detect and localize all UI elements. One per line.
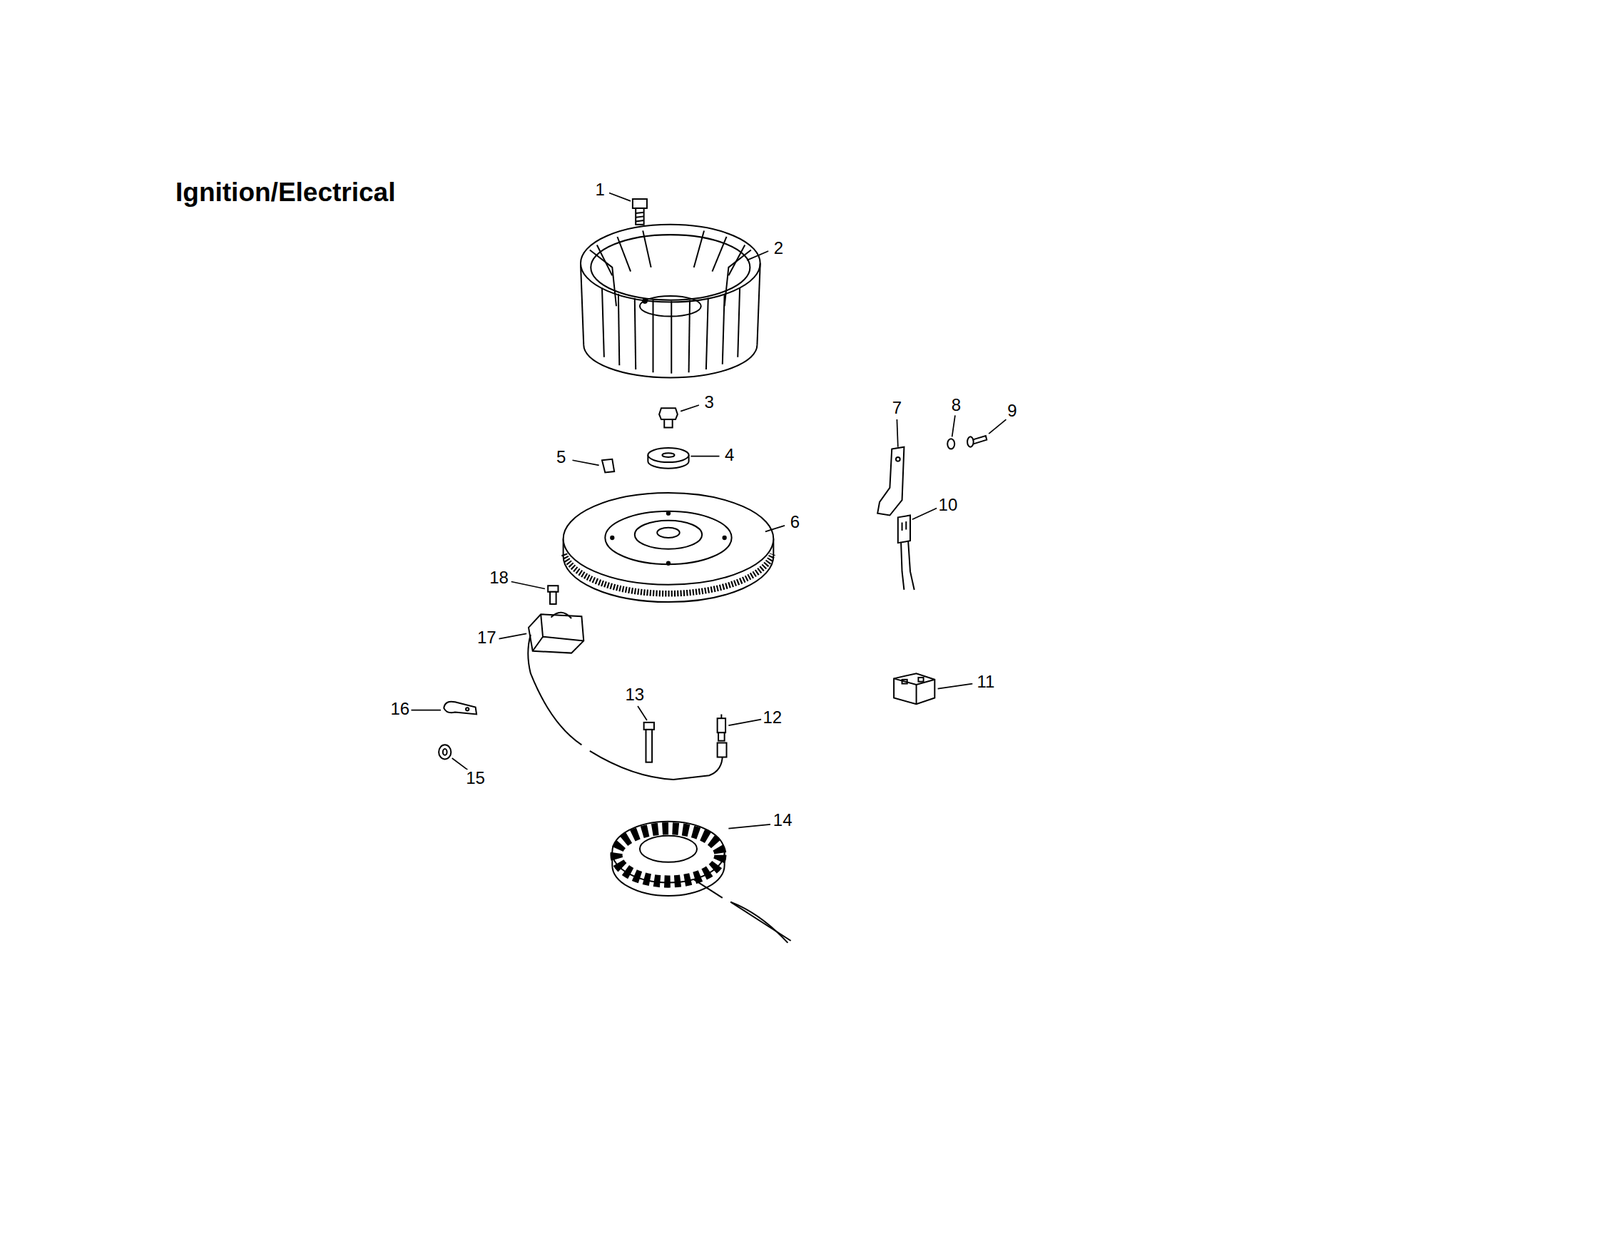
washer (438, 744, 451, 759)
callout-number: 6 (788, 513, 802, 531)
leader-lines (410, 192, 1006, 829)
callout-number: 4 (723, 446, 736, 464)
screw (967, 435, 987, 448)
relay (893, 673, 935, 705)
bolt (659, 408, 678, 428)
callout-number: 2 (772, 239, 785, 257)
bolt (547, 585, 558, 605)
spark-plug (717, 714, 726, 741)
flywheel-key (602, 459, 615, 473)
callout-number: 17 (475, 629, 498, 647)
lock-washer (947, 438, 955, 449)
callout-number: 16 (388, 700, 411, 718)
callout-number: 11 (975, 673, 996, 691)
callout-number: 3 (702, 393, 715, 411)
callout-number: 15 (464, 769, 487, 787)
bolt (632, 199, 647, 225)
callout-number: 9 (1005, 402, 1018, 420)
callout-number: 10 (937, 496, 960, 514)
callout-number: 5 (554, 448, 568, 466)
callout-number: 8 (950, 396, 963, 414)
ignition-module (527, 612, 727, 780)
diagram-title: Ignition/Electrical (175, 177, 396, 208)
callout-number: 13 (623, 686, 646, 704)
callout-number: 18 (487, 569, 511, 587)
callout-number: 1 (593, 181, 606, 199)
rectifier-bracket (877, 447, 904, 516)
blower-fan (580, 224, 761, 379)
rectifier-connector (898, 515, 915, 590)
callout-number: 7 (890, 399, 904, 417)
bolt (644, 722, 655, 763)
flywheel (563, 492, 774, 603)
callout-number: 12 (761, 709, 784, 727)
wire-clip (443, 701, 477, 715)
washer (647, 447, 689, 469)
stator (612, 821, 791, 944)
callout-number: 14 (771, 811, 794, 829)
